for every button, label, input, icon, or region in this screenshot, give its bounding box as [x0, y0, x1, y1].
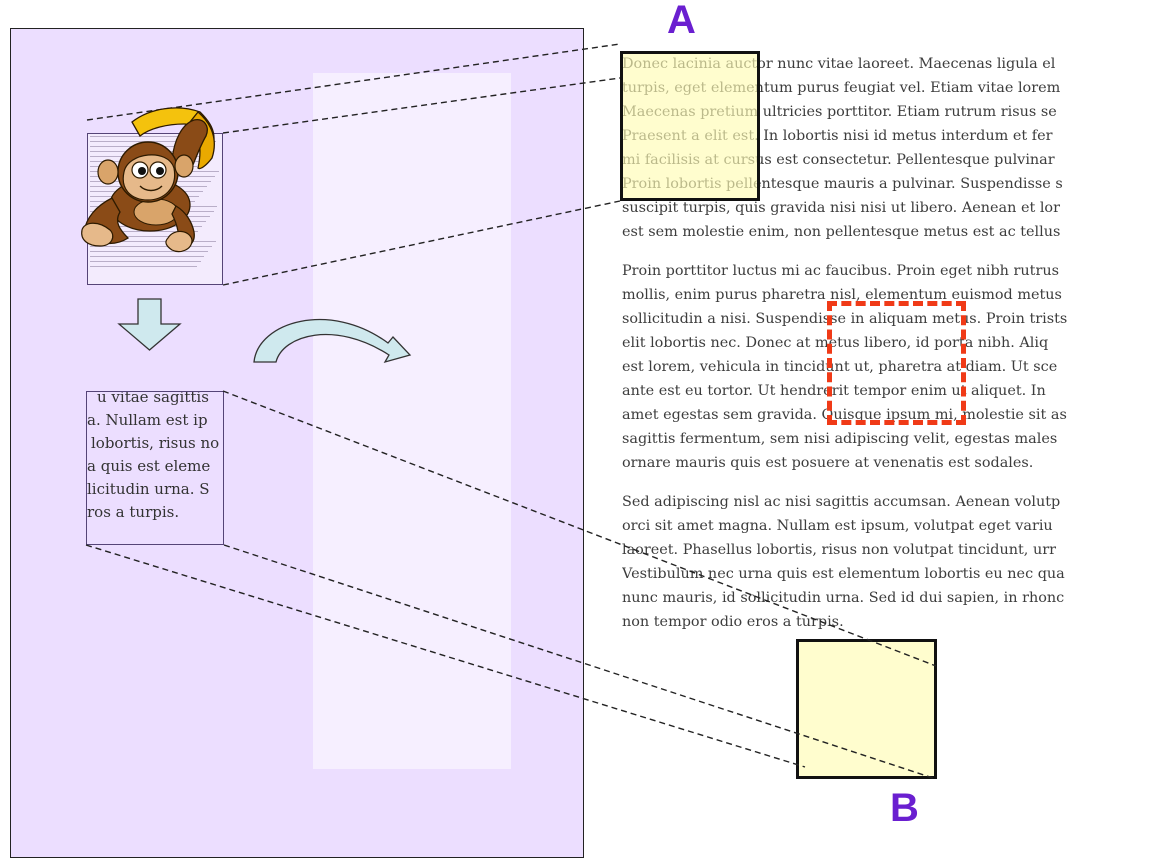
excerpt-line: a. Nullam est ip	[87, 411, 208, 429]
text-line: amet egestas sem gravida. Quisque ipsum …	[622, 407, 1067, 423]
text-line: non tempor odio eros a turpis.	[622, 614, 844, 630]
excerpt-line: ros a turpis.	[87, 503, 180, 521]
column-strip	[313, 73, 511, 769]
leader-line	[222, 390, 937, 667]
leader-line	[223, 544, 937, 780]
curved-arrow-icon	[253, 319, 412, 364]
text-line: laoreet. Phasellus lobortis, risus non v…	[622, 542, 1056, 558]
text-line: Vestibulum nec urna quis est elementum l…	[622, 566, 1065, 582]
excerpt-line: lobortis, risus no	[91, 434, 220, 452]
paragraph: Sed adipiscing nisl ac nisi sagittis acc…	[622, 490, 1169, 634]
marker-a-label: A	[667, 0, 696, 42]
text-line: sollicitudin a nisi. Suspendisse in aliq…	[622, 311, 1068, 327]
leader-line	[222, 77, 621, 134]
excerpt-box: u vitae sagittis a. Nullam est ip lobortis…	[86, 391, 224, 545]
down-arrow-icon	[117, 298, 182, 351]
highlight-box-b	[796, 639, 937, 779]
text-line: suscipit turpis, quis gravida nisi nisi …	[622, 200, 1060, 216]
paragraph: Proin porttitor luctus mi ac faucibus. P…	[622, 259, 1169, 475]
excerpt-line: u vitae sagittis	[97, 391, 209, 406]
excerpt-line: a quis est eleme	[87, 457, 211, 475]
text-line: est sem molestie enim, non pellentesque …	[622, 224, 1061, 240]
text-line: ornare mauris quis est posuere at venena…	[622, 455, 1034, 471]
monkey-banana-image	[81, 107, 215, 253]
text-line: Sed adipiscing nisl ac nisi sagittis acc…	[622, 494, 1061, 510]
marker-b-label: B	[890, 786, 919, 830]
leader-line	[222, 200, 621, 286]
text-line: est lorem, vehicula in tincidunt ut, pha…	[622, 359, 1058, 375]
dashed-target-region	[827, 301, 966, 425]
text-line: orci sit amet magna. Nullam est ipsum, v…	[622, 518, 1053, 534]
text-line: sagittis fermentum, sem nisi adipiscing …	[622, 431, 1058, 447]
leader-line	[85, 544, 806, 768]
excerpt-text: u vitae sagittis a. Nullam est ip lobortis…	[87, 391, 223, 524]
excerpt-line: licitudin urna. S	[87, 480, 210, 498]
text-line: nunc mauris, id sollicitudin urna. Sed i…	[622, 590, 1065, 606]
highlight-box-a	[620, 51, 760, 201]
text-line: elit lobortis nec. Donec at metus libero…	[622, 335, 1049, 351]
text-line: mollis, enim purus pharetra nisl, elemen…	[622, 287, 1062, 303]
text-line: Proin porttitor luctus mi ac faucibus. P…	[622, 263, 1059, 279]
text-line: ante est eu tortor. Ut hendrerit tempor …	[622, 383, 1046, 399]
